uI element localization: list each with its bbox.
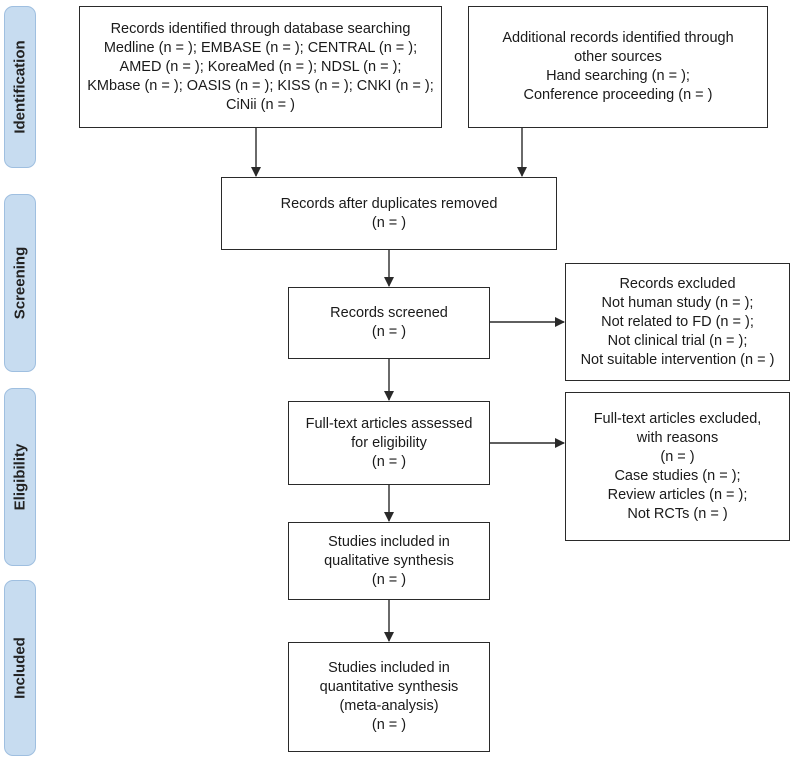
phase-identification: Identification <box>4 6 36 168</box>
box-duplicates-removed: Records after duplicates removed (n = ) <box>221 177 557 250</box>
box-line: Records after duplicates removed <box>280 195 498 212</box>
box-other-sources: Additional records identified through ot… <box>468 6 768 128</box>
box-line: with reasons <box>636 429 719 446</box>
box-line: (n = ) <box>371 324 407 340</box>
box-line: Not human study (n = ); <box>601 294 754 311</box>
box-line: Records screened <box>330 305 448 321</box>
box-line: Case studies (n = ); <box>614 467 741 484</box>
box-line: Full-text articles assessed <box>305 415 473 432</box>
box-line: quantitative synthesis <box>319 679 459 695</box>
box-fulltext-assessed: Full-text articles assessed for eligibil… <box>288 401 490 485</box>
box-line: for eligibility <box>351 434 427 451</box>
box-line: Not RCTs (n = ) <box>627 505 728 522</box>
phase-included: Included <box>4 580 36 756</box>
box-line: CiNii (n = ) <box>226 96 295 113</box>
box-line: (n = ) <box>371 453 407 470</box>
box-line: Full-text articles excluded, <box>593 410 762 427</box>
box-line: Records excluded <box>619 275 736 292</box>
box-database-search: Records identified through database sear… <box>79 6 442 128</box>
box-line: Not clinical trial (n = ); <box>607 332 748 349</box>
box-line: (n = ) <box>371 214 407 231</box>
box-line: Studies included in <box>328 533 450 550</box>
box-fulltext-excluded: Full-text articles excluded, with reason… <box>565 392 790 541</box>
box-line: (meta-analysis) <box>339 698 439 714</box>
box-line: Additional records identified through <box>502 30 734 46</box>
box-line: (n = ) <box>371 571 407 588</box>
box-line: qualitative synthesis <box>324 552 454 569</box>
box-quantitative-synthesis: Studies included in quantitative synthes… <box>288 642 490 752</box>
box-line: Conference proceeding (n = ) <box>523 87 713 103</box>
phase-screening: Screening <box>4 194 36 372</box>
box-line: Records identified through database sear… <box>110 20 411 37</box>
box-records-screened: Records screened (n = ) <box>288 287 490 359</box>
box-line: (n = ) <box>371 717 407 733</box>
box-line: Not related to FD (n = ); <box>601 313 754 330</box>
box-line: AMED (n = ); KoreaMed (n = ); NDSL (n = … <box>119 58 402 75</box>
box-line: Review articles (n = ); <box>607 486 748 503</box>
box-qualitative-synthesis: Studies included in qualitative synthesi… <box>288 522 490 600</box>
box-line: Medline (n = ); EMBASE (n = ); CENTRAL (… <box>103 39 418 56</box>
box-records-excluded: Records excluded Not human study (n = );… <box>565 263 790 381</box>
phase-eligibility: Eligibility <box>4 388 36 566</box>
box-line: KMbase (n = ); OASIS (n = ); KISS (n = )… <box>87 77 434 94</box>
box-line: other sources <box>574 49 662 65</box>
box-line: Hand searching (n = ); <box>546 68 690 84</box>
box-line: (n = ) <box>660 448 695 465</box>
box-line: Studies included in <box>328 660 450 676</box>
box-line: Not suitable intervention (n = ) <box>580 351 775 368</box>
